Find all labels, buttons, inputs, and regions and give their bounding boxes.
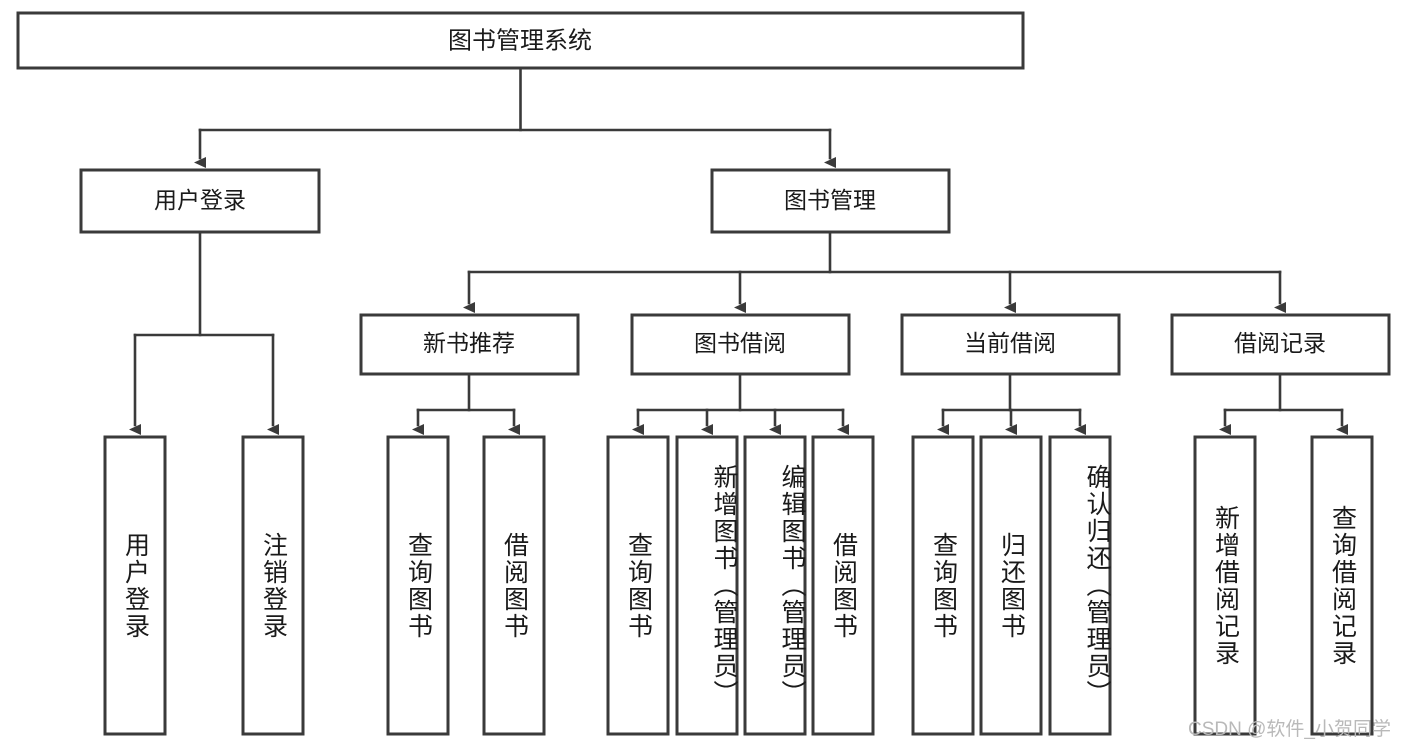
leaf-rect-confirm-return[interactable] xyxy=(1048,435,1112,736)
connector-group-borrow xyxy=(632,372,849,435)
leaf-rect-query-record[interactable] xyxy=(1310,435,1374,736)
node-user-login-label: 用户登录 xyxy=(154,187,246,213)
node-user-login[interactable]: 用户登录 xyxy=(79,168,321,234)
node-new-book-recommend[interactable]: 新书推荐 xyxy=(359,313,580,376)
node-book-management[interactable]: 图书管理 xyxy=(710,168,951,234)
node-root-label: 图书管理系统 xyxy=(448,27,592,54)
node-book-borrow[interactable]: 图书借阅 xyxy=(630,313,851,376)
node-borrow-record-label: 借阅记录 xyxy=(1234,330,1326,356)
connector-group-user-login xyxy=(129,230,279,435)
node-borrow-record[interactable]: 借阅记录 xyxy=(1170,313,1391,376)
watermark-text: CSDN @软件_小贺同学 xyxy=(1188,719,1391,740)
leaf-rect-return-book[interactable] xyxy=(979,435,1043,736)
node-current-borrow-label: 当前借阅 xyxy=(964,330,1056,356)
node-root-rect[interactable] xyxy=(16,11,1025,70)
node-new-book-recommend-label: 新书推荐 xyxy=(423,330,515,356)
leaf-rect-borrow-book-2[interactable] xyxy=(811,435,875,736)
connector-group-current xyxy=(937,372,1086,435)
connector-group-book-mgmt xyxy=(463,230,1286,313)
leaf-rect-logout[interactable] xyxy=(241,435,305,736)
node-current-borrow-rect[interactable] xyxy=(900,313,1121,376)
node-book-borrow-rect[interactable] xyxy=(630,313,851,376)
connector-group-record xyxy=(1219,372,1348,435)
node-current-borrow[interactable]: 当前借阅 xyxy=(900,313,1121,376)
leaf-rect-add-record[interactable] xyxy=(1193,435,1257,736)
leaf-rect-query-book-3[interactable] xyxy=(911,435,975,736)
leaf-rect-add-book[interactable] xyxy=(675,435,739,736)
connector-group-new-book xyxy=(412,372,520,435)
leaf-rect-borrow-book-1[interactable] xyxy=(482,435,546,736)
node-root[interactable]: 图书管理系统 xyxy=(16,11,1025,70)
node-new-book-recommend-rect[interactable] xyxy=(359,313,580,376)
node-book-borrow-label: 图书借阅 xyxy=(694,330,786,356)
node-book-management-rect[interactable] xyxy=(710,168,951,234)
leaf-rect-edit-book[interactable] xyxy=(743,435,807,736)
connector-group-root xyxy=(194,66,836,168)
node-book-management-label: 图书管理 xyxy=(784,187,876,213)
leaf-rect-user-login[interactable] xyxy=(103,435,167,736)
leaf-rect-query-book-2[interactable] xyxy=(606,435,670,736)
node-borrow-record-rect[interactable] xyxy=(1170,313,1391,376)
node-user-login-rect[interactable] xyxy=(79,168,321,234)
leaf-rect-query-book-1[interactable] xyxy=(386,435,450,736)
